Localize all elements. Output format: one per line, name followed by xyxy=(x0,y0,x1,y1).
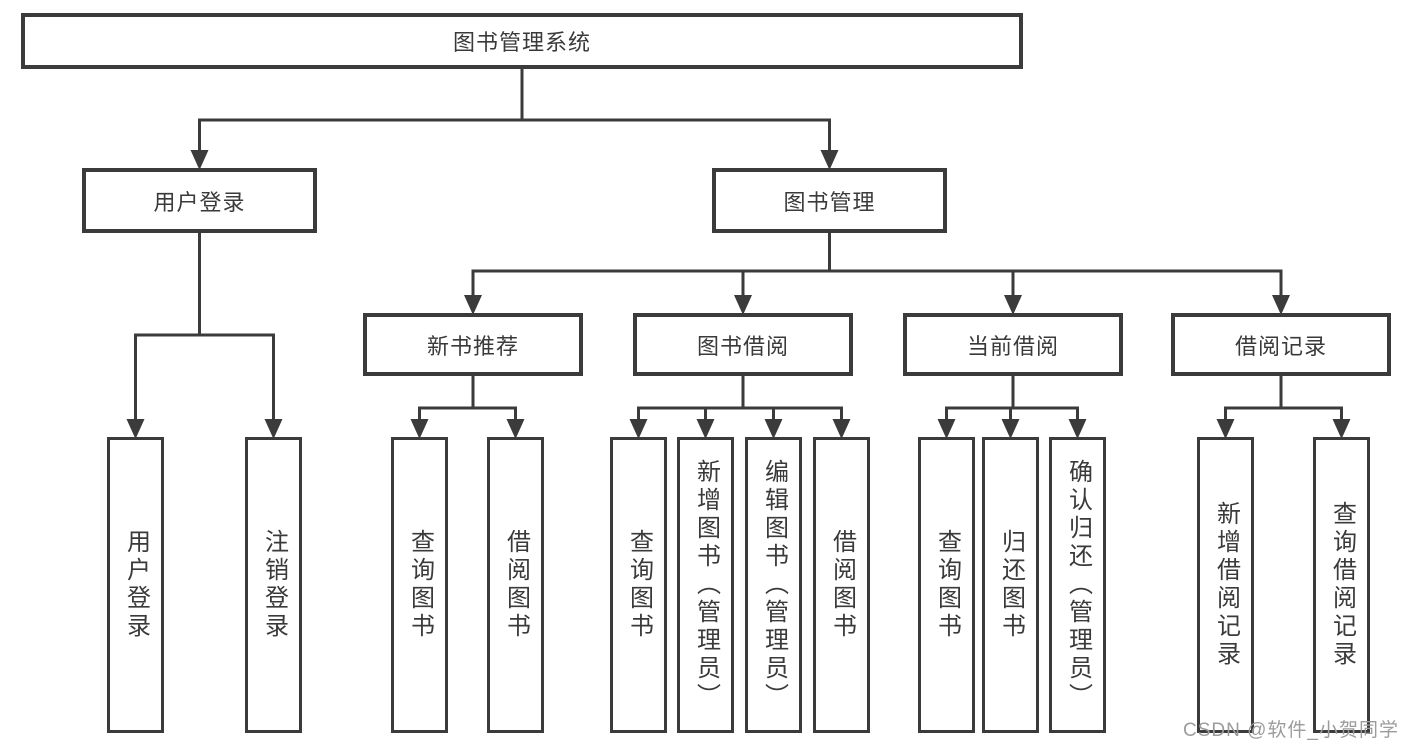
leaf-query-borrowing-record: 查询借阅记录 xyxy=(1313,437,1370,733)
leaf-query-books-recommend: 查询图书 xyxy=(391,437,448,733)
leaf-logout: 注销登录 xyxy=(245,437,302,733)
leaf-add-books-admin: 新增图书（管理员） xyxy=(677,437,734,733)
arrowheads xyxy=(126,150,1351,439)
node-book-management: 图书管理 xyxy=(712,168,947,233)
leaf-add-borrowing-record: 新增借阅记录 xyxy=(1197,437,1254,733)
node-borrowing-records: 借阅记录 xyxy=(1171,313,1391,376)
leaf-borrow-books-borrowing: 借阅图书 xyxy=(813,437,870,733)
leaf-edit-books-admin: 编辑图书（管理员） xyxy=(745,437,802,733)
node-book-management-system: 图书管理系统 xyxy=(21,13,1023,69)
leaf-borrow-books-recommend: 借阅图书 xyxy=(487,437,544,733)
leaf-query-books-borrowing: 查询图书 xyxy=(610,437,667,733)
leaf-user-login: 用户登录 xyxy=(107,437,164,733)
leaf-query-books-current: 查询图书 xyxy=(918,437,975,733)
node-current-borrowing: 当前借阅 xyxy=(903,313,1123,376)
node-user-login: 用户登录 xyxy=(82,168,317,233)
leaf-confirm-return-admin: 确认归还（管理员） xyxy=(1049,437,1106,733)
node-book-borrowing: 图书借阅 xyxy=(633,313,853,376)
csdn-watermark: CSDN @软件_小贺同学 xyxy=(1183,720,1399,741)
leaf-return-books: 归还图书 xyxy=(982,437,1039,733)
node-new-book-recommendation: 新书推荐 xyxy=(363,313,583,376)
